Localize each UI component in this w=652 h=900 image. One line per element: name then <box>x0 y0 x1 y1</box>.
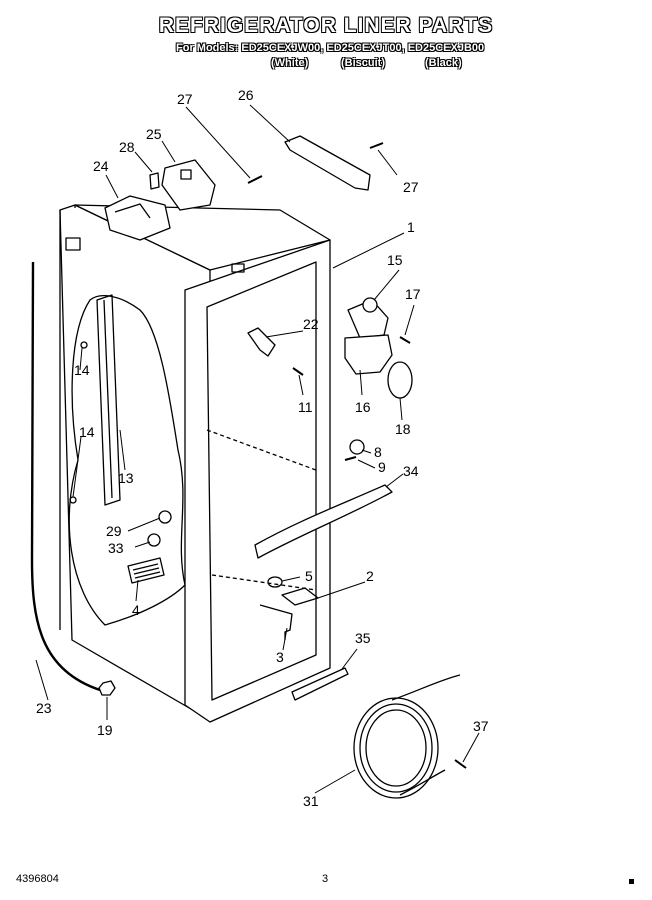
callout-8: 8 <box>374 444 382 460</box>
callout-37: 37 <box>473 718 489 734</box>
callout-16: 16 <box>355 399 371 415</box>
callout-2: 2 <box>366 568 374 584</box>
callout-15: 15 <box>387 252 403 268</box>
tube-clamp-screw <box>454 759 467 769</box>
document-number: 4396804 <box>16 873 59 885</box>
top-trim <box>284 135 371 191</box>
rail-screw-top <box>80 341 88 349</box>
valve-cylinder <box>387 361 413 399</box>
callout-9: 9 <box>378 459 386 475</box>
callout-34: 34 <box>403 463 419 479</box>
liner-cutaway <box>68 295 186 626</box>
trim-screw <box>369 142 384 149</box>
light-shield <box>127 557 165 584</box>
callout-25: 25 <box>146 126 162 142</box>
callout-33: 33 <box>108 540 124 556</box>
color-label-black: (Black) <box>425 57 462 69</box>
cap <box>267 576 283 588</box>
callout-28: 28 <box>119 139 135 155</box>
grommet-screw <box>344 456 357 461</box>
callout-31: 31 <box>303 793 319 809</box>
valve-screw <box>399 336 411 344</box>
callout-23: 23 <box>36 700 52 716</box>
callout-14-top: 14 <box>74 362 90 378</box>
bracket-screw <box>247 175 263 184</box>
callout-13: 13 <box>118 470 134 486</box>
callout-11: 11 <box>298 399 313 415</box>
callout-27-top: 27 <box>177 91 193 107</box>
bracket-screw-11 <box>292 367 304 376</box>
control-clip <box>149 172 160 190</box>
water-tube-coil <box>353 674 461 799</box>
valve-housing <box>344 334 393 375</box>
control-housing <box>104 195 171 241</box>
light-bulb <box>147 533 161 547</box>
liner-front-frame <box>184 239 331 723</box>
callout-3: 3 <box>276 649 284 665</box>
page-number: 3 <box>322 873 329 885</box>
model-numbers: For Models: ED25CEXJW00, ED25CEXJT00, ED… <box>176 42 485 54</box>
control-bracket <box>161 159 216 211</box>
callout-1: 1 <box>407 219 415 235</box>
shelf-rail <box>96 294 121 506</box>
callout-19: 19 <box>97 722 113 738</box>
callout-4: 4 <box>132 602 140 618</box>
drain-tube <box>30 261 101 692</box>
page-title: REFRIGERATOR LINER PARTS <box>158 14 494 37</box>
light-socket <box>158 510 172 524</box>
callout-22: 22 <box>303 316 319 332</box>
hex-nut <box>98 680 116 696</box>
mounting-bracket <box>247 327 276 357</box>
color-label-biscuit: (Biscuit) <box>341 57 385 69</box>
registration-mark <box>629 879 634 884</box>
callout-29: 29 <box>106 523 122 539</box>
cover-panel <box>254 484 393 559</box>
callout-26: 26 <box>238 87 254 103</box>
callout-35: 35 <box>355 630 371 646</box>
liner-front-opening <box>206 261 317 701</box>
color-label-white: (White) <box>271 57 309 69</box>
tie-strap <box>291 667 349 701</box>
callout-5: 5 <box>305 568 313 584</box>
grommet <box>349 439 365 455</box>
callout-14-bottom: 14 <box>79 424 95 440</box>
support-bracket <box>259 604 293 640</box>
callout-24: 24 <box>93 158 109 174</box>
callout-17: 17 <box>405 286 421 302</box>
callout-27-right: 27 <box>403 179 419 195</box>
callout-18: 18 <box>395 421 411 437</box>
